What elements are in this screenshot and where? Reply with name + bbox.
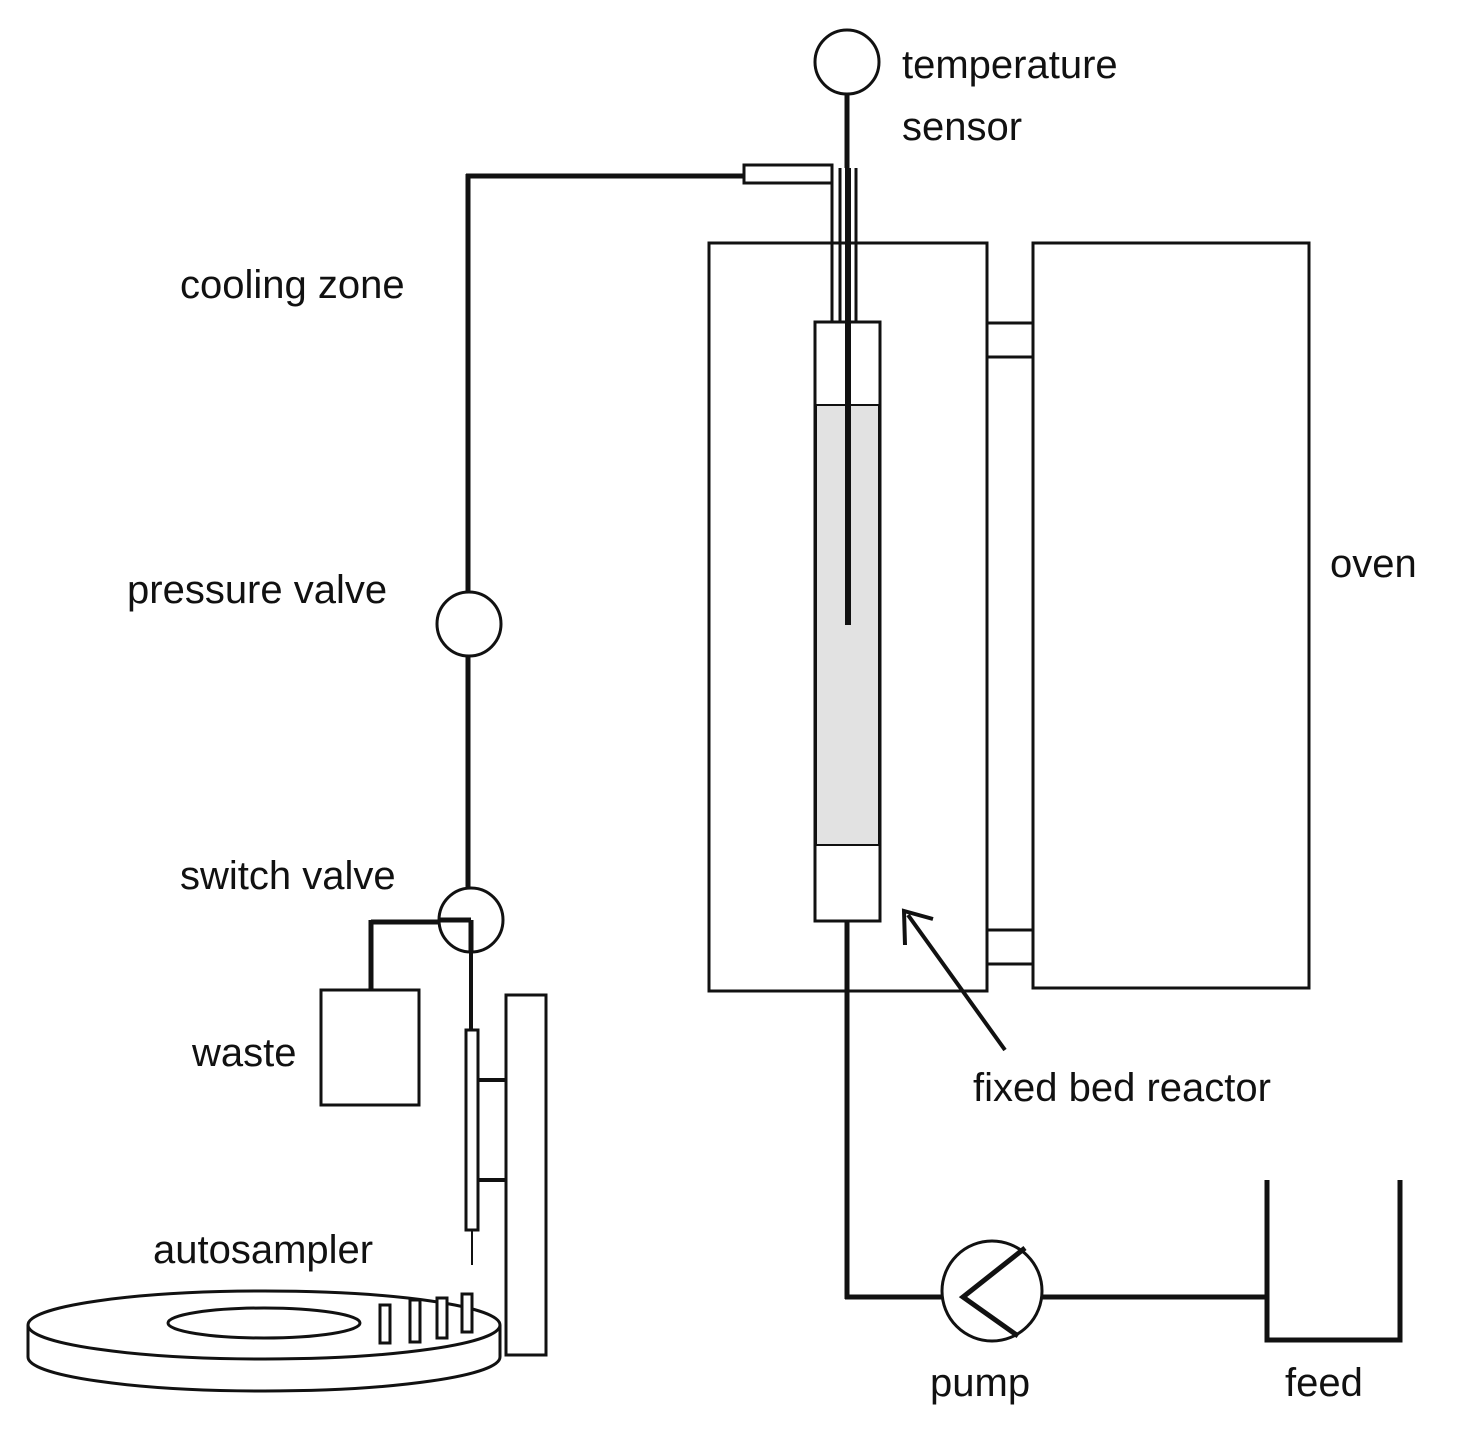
pump-label: pump — [930, 1361, 1030, 1405]
switch-valve-symbol — [437, 886, 505, 954]
feed-line — [844, 921, 1267, 1300]
temperature-sensor — [813, 28, 881, 625]
feed-label: feed — [1285, 1361, 1363, 1405]
sample-vial — [408, 1298, 422, 1344]
sample-vial — [435, 1296, 449, 1340]
autosampler-needle — [464, 952, 506, 1265]
pump-symbol — [940, 1239, 1044, 1343]
autosampler-tray — [26, 1289, 502, 1393]
autosampler-label: autosampler — [153, 1228, 373, 1272]
cooling-zone-label: cooling zone — [180, 263, 405, 307]
autosampler-column — [504, 993, 548, 1357]
reactor-pointer-arrow — [901, 908, 1007, 1052]
pressure-valve-label: pressure valve — [127, 568, 387, 612]
feed-vessel — [1264, 1180, 1403, 1343]
waste-label: waste — [191, 1031, 297, 1075]
oven-hinge-bottom — [985, 928, 1035, 966]
sample-vial — [460, 1292, 474, 1334]
oven-right-panel — [1031, 241, 1311, 990]
oven-label: oven — [1330, 542, 1417, 586]
outlet-line — [465, 163, 834, 888]
switch-valve-label: switch valve — [180, 854, 396, 898]
temperature-sensor-label-line2: sensor — [902, 105, 1022, 149]
oven-hinge-top — [985, 321, 1035, 359]
temperature-sensor-label: temperature — [902, 43, 1118, 87]
fixed-bed-reactor-label: fixed bed reactor — [973, 1066, 1271, 1110]
waste-container — [319, 919, 439, 1107]
pressure-valve-symbol — [435, 590, 503, 658]
sample-vial — [378, 1303, 392, 1345]
